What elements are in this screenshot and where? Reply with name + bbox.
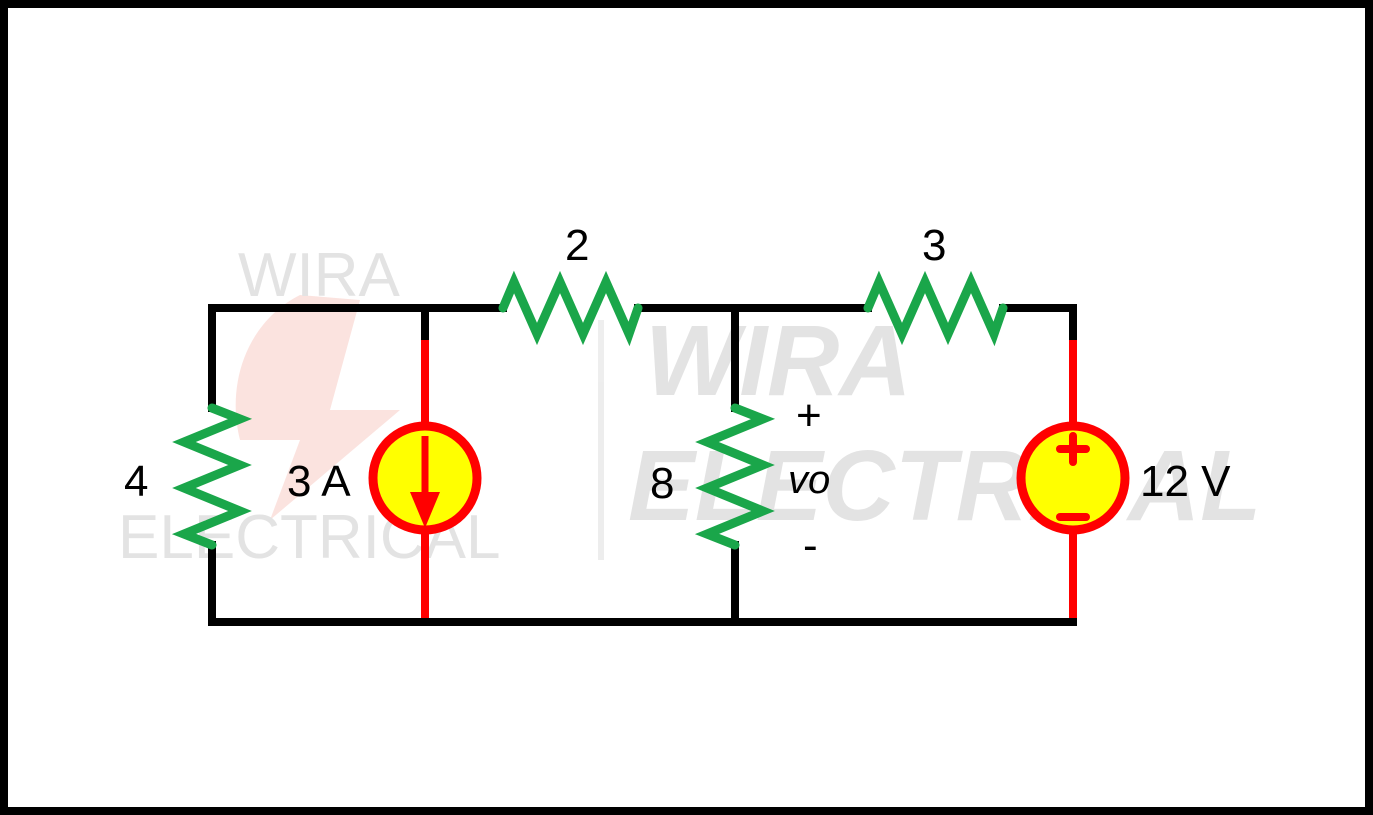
label-resistor-4: 4 [124,457,148,506]
resistor-2-ohm [498,270,643,347]
label-resistor-2: 2 [565,221,589,270]
resistor-8-ohm [694,403,776,550]
watermark-text-top: WIRA [238,241,401,310]
wire-top-right [999,304,1077,344]
label-current-source: 3 A [287,457,351,506]
current-arrow-down-icon [410,492,440,528]
label-output-minus: - [803,521,818,570]
label-output-plus: + [796,391,822,440]
resistors [171,270,1008,550]
current-source [368,421,482,535]
source-wires [421,340,1077,618]
resistor-3-ohm [863,270,1008,347]
wire-top-left [208,304,507,412]
voltage-source-body [1016,421,1130,535]
wires [208,304,1077,626]
label-voltage-source: 12 V [1140,457,1231,506]
label-resistor-8: 8 [650,459,674,508]
resistor-4-ohm [171,403,253,550]
watermark-logo-mark [235,295,400,520]
watermark-big-top: WIRA [645,305,912,417]
label-output-voltage: vo [788,458,830,502]
watermark-divider [598,320,604,560]
label-resistor-3: 3 [922,221,946,270]
voltage-source [1016,421,1130,535]
